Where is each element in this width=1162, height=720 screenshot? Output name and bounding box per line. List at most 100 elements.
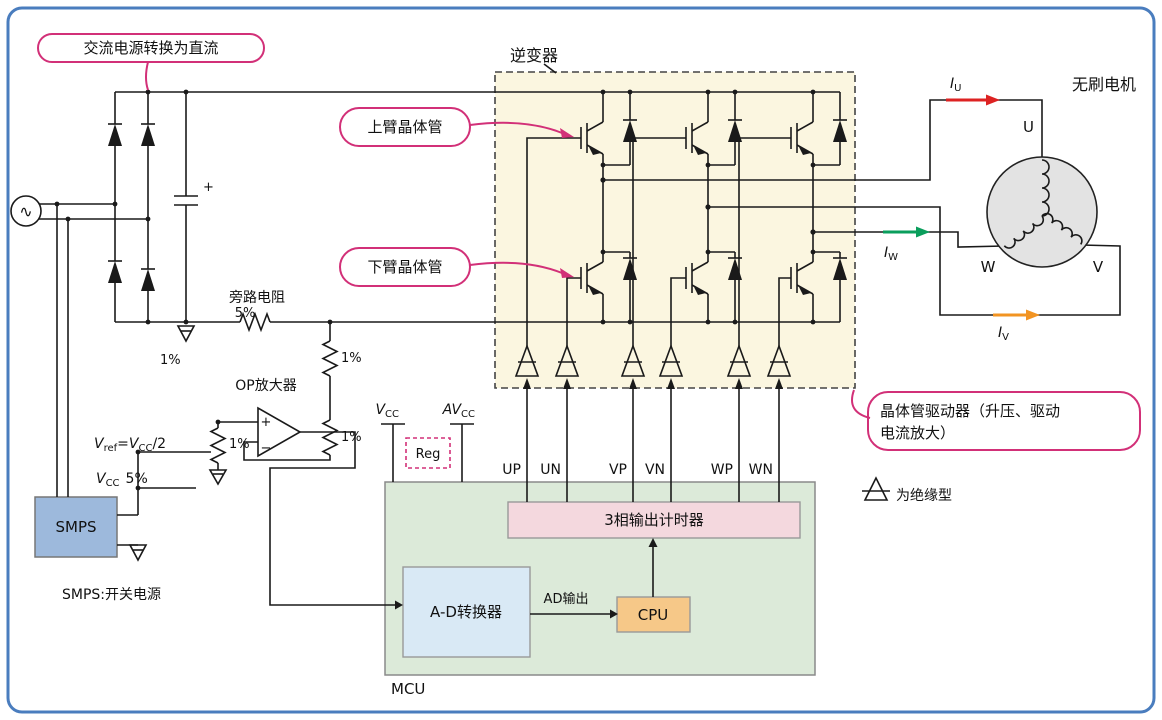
adc-label: A-D转换器 — [430, 603, 502, 621]
callout-upper-arm-label: 上臂晶体管 — [367, 118, 442, 136]
ad-output-label: AD输出 — [544, 591, 589, 607]
isolation-legend: 为绝缘型 — [862, 476, 952, 504]
feedback-resistor-icon — [321, 419, 339, 456]
callout-lower-arm: 下臂晶体管 — [339, 247, 574, 287]
junction-dots — [54, 89, 816, 491]
driver-buffer-icon — [766, 343, 792, 377]
diode-icon — [141, 269, 155, 291]
avcc-terminal-label: AVCC — [442, 402, 475, 420]
callout-arrowhead-icon — [560, 268, 574, 278]
gate-wire-un — [566, 277, 581, 346]
phase-w-label: W — [981, 258, 996, 276]
cpu-label: CPU — [638, 606, 669, 624]
gate-wire-up — [526, 137, 581, 346]
igbt-upper-icon — [685, 121, 709, 155]
driver-buffer-icon — [514, 343, 540, 377]
motor-label: 无刷电机 — [1072, 75, 1136, 94]
callout-lower-arm-label: 下臂晶体管 — [367, 258, 442, 276]
callouts: 交流电源转换为直流 上臂晶体管 下臂晶体管 晶体管驱动器（升压、驱动 电流放大） — [37, 33, 1141, 451]
mcu-supply-terminals: VCC AVCC Reg — [375, 402, 475, 482]
current-arrow-iv-icon — [993, 309, 1040, 321]
callout-arrowhead-icon — [560, 128, 574, 138]
smps-note: SMPS:开关电源 — [62, 587, 161, 603]
ac-sine-symbol: ∿ — [19, 202, 32, 221]
smps-block: SMPS SMPS:开关电源 — [34, 496, 161, 603]
regulator-label: Reg — [416, 447, 441, 462]
inverter-label: 逆变器 — [510, 46, 558, 65]
diode-icon — [141, 124, 155, 146]
isolated-buffer-icon — [862, 476, 890, 501]
timer-box — [507, 501, 801, 539]
motor-circuit: IU IW IV U W V 无刷电机 — [603, 75, 1136, 343]
signal-wp-label: WP — [711, 462, 733, 478]
callout-ac-to-dc-label: 交流电源转换为直流 — [83, 39, 218, 57]
isolation-legend-label: 为绝缘型 — [896, 488, 952, 504]
callout-upper-arm: 上臂晶体管 — [339, 107, 574, 147]
igbt-lower-icon — [580, 261, 604, 295]
current-iw-label: IW — [884, 245, 898, 263]
mcu-label: MCU — [391, 680, 425, 698]
signal-vp-label: VP — [609, 462, 627, 478]
current-iu-label: IU — [950, 76, 961, 94]
phase-u-wire — [603, 99, 1043, 181]
signal-up-label: UP — [502, 462, 521, 478]
half-bridge-w — [790, 92, 847, 322]
phase-u-label: U — [1023, 118, 1034, 136]
dc-bus: 旁路电阻 5% + 1% — [115, 91, 840, 368]
freewheel-diode-icon — [708, 92, 742, 322]
half-bridge-u — [580, 92, 637, 322]
driver-buffer-icon — [726, 343, 752, 377]
regulator-dashed-box — [405, 437, 451, 469]
inverter-block: 逆变器 — [494, 46, 856, 389]
bypass-resistor-icon — [239, 311, 271, 333]
driver-buffer-icon — [620, 343, 646, 377]
opamp-plus-label: + — [261, 415, 272, 430]
ac-source: ∿ — [10, 195, 148, 497]
timer-label: 3相输出计时器 — [604, 511, 704, 529]
gate-wire-vn — [670, 277, 686, 346]
dc-capacitor: + — [174, 92, 214, 322]
current-arrow-iw-icon — [883, 226, 930, 238]
adc-box — [402, 566, 531, 658]
ground-icon — [128, 544, 148, 562]
smps-label: SMPS — [55, 518, 96, 536]
igbt-upper-icon — [790, 121, 814, 155]
ground-icon — [208, 469, 228, 486]
callout-driver-label-2: 电流放大） — [880, 424, 955, 442]
vref-label: Vref=VCC/2 — [94, 436, 166, 454]
driver-buffer-icon — [554, 343, 580, 377]
vcc-terminal-label: VCC — [375, 402, 399, 420]
phase-v-label: V — [1093, 258, 1104, 276]
diode-icon — [108, 261, 122, 283]
bypass-resistor-label: 旁路电阻 — [229, 289, 285, 306]
inverter-label-tick — [543, 63, 557, 74]
current-iv-label: IV — [998, 325, 1009, 343]
opamp-label: OP放大器 — [235, 378, 296, 394]
opamp-to-adc-wire — [269, 431, 396, 606]
tolerance-label: 1% — [229, 437, 250, 452]
rectifier-bridge — [108, 92, 155, 322]
freewheel-diode-icon — [813, 92, 847, 322]
opamp-icon — [257, 406, 302, 458]
mcu-block: 3相输出计时器 A-D转换器 CPU MCU AD输出 — [384, 481, 816, 698]
tolerance-label: 1% — [341, 430, 362, 445]
igbt-lower-icon — [685, 261, 709, 295]
pwm-signal-lines — [523, 378, 783, 502]
opamp-minus-label: − — [261, 441, 272, 456]
shunt-tolerance-label: 1% — [160, 353, 181, 368]
bypass-tolerance-label: 5% — [235, 306, 256, 321]
gate-drivers: UP UN VP VN WP WN — [502, 343, 792, 502]
diode-icon — [108, 124, 122, 146]
ground-icon — [176, 325, 196, 343]
current-arrow-iu-icon — [946, 94, 1000, 106]
adc-input-arrowhead-icon — [395, 600, 403, 610]
inverter-dashed-box — [494, 71, 856, 389]
divider-resistor-icon — [209, 427, 227, 464]
igbt-upper-icon — [580, 121, 604, 155]
half-bridge-v — [685, 92, 742, 322]
driver-buffer-icon — [658, 343, 684, 377]
igbt-lower-icon — [790, 261, 814, 295]
